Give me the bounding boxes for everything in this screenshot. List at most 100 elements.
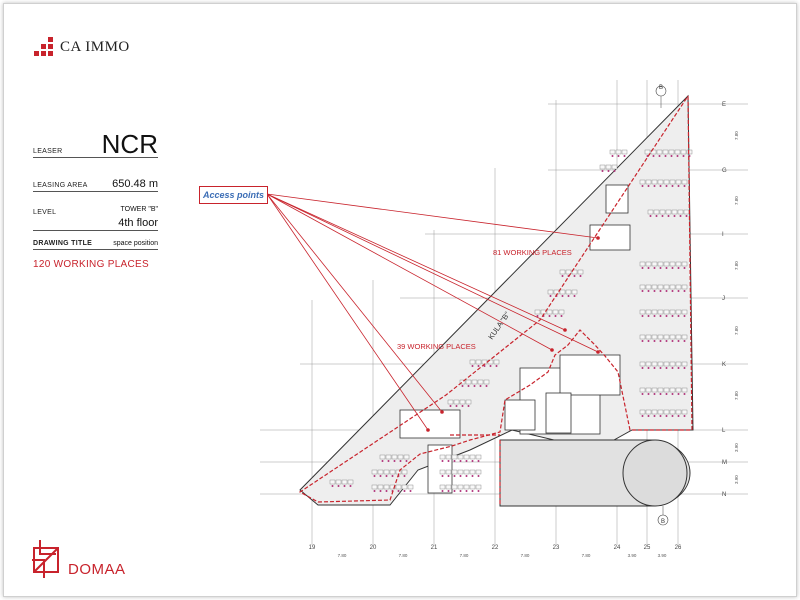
zone-label-lower: 39 WORKING PLACES	[397, 342, 476, 351]
chair	[665, 367, 668, 369]
chair	[607, 170, 610, 172]
chair	[467, 405, 470, 407]
chair	[664, 155, 667, 157]
desk	[675, 387, 682, 393]
desk	[379, 454, 386, 460]
drawing-title-label: DRAWING TITLE	[33, 240, 93, 247]
chair	[447, 460, 450, 462]
chair	[613, 170, 616, 172]
chair	[659, 340, 662, 342]
chair	[653, 340, 656, 342]
grid-col-label: 26	[675, 545, 682, 551]
building-core	[399, 184, 631, 494]
desk	[686, 149, 693, 155]
grid-col-label: 21	[431, 545, 438, 551]
desk	[553, 289, 560, 295]
desk	[669, 284, 676, 290]
desk	[451, 484, 458, 490]
desk	[645, 284, 652, 290]
chair	[549, 295, 552, 297]
chair	[641, 367, 644, 369]
desk	[547, 289, 554, 295]
section-marker-label: B	[659, 85, 663, 91]
brand-name: CA IMMO	[60, 38, 130, 55]
desk	[663, 409, 670, 415]
level-label: LEVEL	[33, 209, 57, 216]
desk	[644, 149, 651, 155]
desk	[656, 149, 663, 155]
chair	[455, 405, 458, 407]
desk	[347, 479, 354, 485]
desk	[663, 334, 670, 340]
desk	[377, 484, 384, 490]
desk	[681, 361, 688, 367]
col-spacing: 7.80	[338, 553, 347, 558]
grid-row-label: J	[722, 296, 725, 302]
chair	[683, 393, 686, 395]
desk	[559, 269, 566, 275]
desk	[445, 454, 452, 460]
chair	[671, 267, 674, 269]
desk	[599, 164, 606, 170]
desk	[639, 309, 646, 315]
col-spacing: 7.80	[582, 553, 591, 558]
desk	[663, 261, 670, 267]
chair	[441, 475, 444, 477]
col-spacing: 7.80	[521, 553, 530, 558]
chair	[548, 315, 551, 317]
desk	[453, 399, 460, 405]
access-point-markers	[426, 236, 600, 432]
desk	[657, 387, 664, 393]
desk	[651, 409, 658, 415]
desk	[657, 179, 664, 185]
chair	[397, 490, 400, 492]
chair	[461, 385, 464, 387]
chair	[331, 485, 334, 487]
chair	[655, 215, 658, 217]
desk	[615, 149, 622, 155]
desk	[463, 469, 470, 475]
level-row: LEVEL TOWER "B" 4th floor	[33, 203, 158, 231]
desk	[645, 334, 652, 340]
desk	[677, 209, 684, 215]
chair	[641, 267, 644, 269]
chair	[665, 415, 668, 417]
desk	[565, 269, 572, 275]
desk	[483, 379, 490, 385]
desk	[645, 361, 652, 367]
chair	[459, 475, 462, 477]
desk	[639, 334, 646, 340]
desk	[469, 469, 476, 475]
desk	[451, 469, 458, 475]
desk	[371, 469, 378, 475]
chair	[659, 315, 662, 317]
desk	[546, 309, 553, 315]
desk	[403, 454, 410, 460]
chair	[385, 475, 388, 477]
desk	[447, 399, 454, 405]
desk	[401, 484, 408, 490]
desk	[377, 469, 384, 475]
desk	[383, 469, 390, 475]
leasing-area-label: LEASING AREA	[33, 182, 88, 189]
desk	[389, 469, 396, 475]
desk	[459, 379, 466, 385]
desk	[681, 409, 688, 415]
chair	[647, 315, 650, 317]
chair	[536, 315, 539, 317]
chair	[561, 295, 564, 297]
desk	[669, 261, 676, 267]
desk	[469, 359, 476, 365]
chair	[683, 267, 686, 269]
chair	[449, 405, 452, 407]
ca-immo-logo-icon	[34, 37, 53, 56]
grid-row-label: L	[722, 428, 726, 434]
leased-area-boundary	[298, 95, 693, 506]
row-spacing: 3.90	[734, 475, 739, 484]
chair	[447, 490, 450, 492]
desk	[457, 469, 464, 475]
desk	[681, 309, 688, 315]
chair	[676, 155, 679, 157]
desk	[621, 149, 628, 155]
chair	[665, 267, 668, 269]
